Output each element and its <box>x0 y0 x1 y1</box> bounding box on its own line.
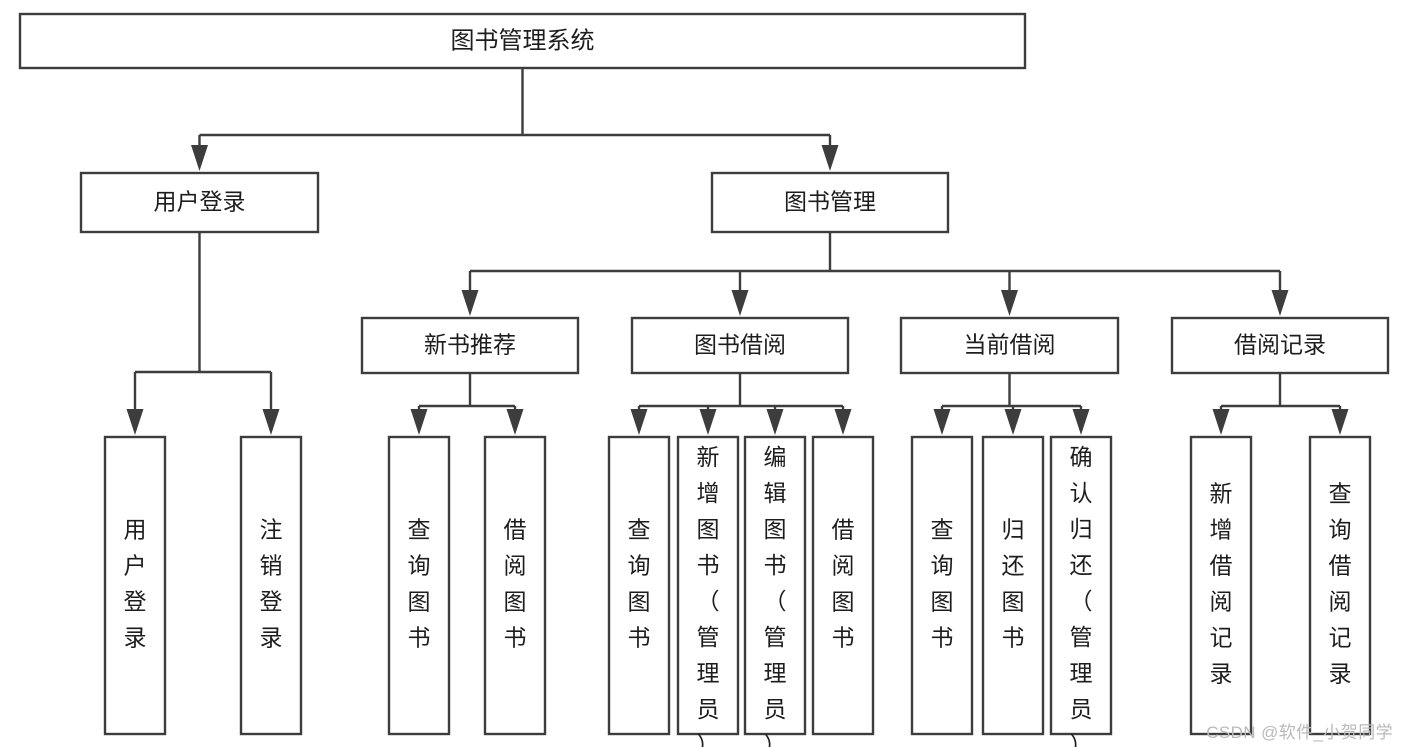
arrowhead-icon <box>410 409 428 435</box>
node-layer: 图书管理系统用户登录图书管理新书推荐图书借阅当前借阅借阅记录用户登录注销登录查询… <box>18 12 1390 747</box>
node-root[interactable]: 图书管理系统 <box>18 12 1027 70</box>
node-box[interactable] <box>1049 435 1113 736</box>
node-leaf-return-book[interactable]: 归还图书 <box>981 435 1045 736</box>
arrowhead-icon <box>766 409 784 435</box>
connector-layer <box>126 68 1349 435</box>
node-box[interactable] <box>1308 435 1372 736</box>
arrowhead-icon <box>1001 290 1018 316</box>
node-box[interactable] <box>1170 316 1390 375</box>
connector-group-book-management <box>461 232 1289 316</box>
arrowhead-icon <box>262 409 280 435</box>
node-label: 查询图书 <box>408 517 431 651</box>
node-leaf-add-record[interactable]: 新增借阅记录 <box>1189 435 1253 736</box>
node-box[interactable] <box>103 435 167 736</box>
node-leaf-confirm-return[interactable]: 确认归还（管理员） <box>1049 435 1113 747</box>
node-borrow-record[interactable]: 借阅记录 <box>1170 316 1390 375</box>
node-label: 用户登录 <box>124 517 147 651</box>
node-label: 确认归还（管理员） <box>1070 444 1093 747</box>
node-leaf-borrow-book-1[interactable]: 借阅图书 <box>483 435 547 736</box>
node-box[interactable] <box>1189 435 1253 736</box>
arrowhead-icon <box>191 145 208 171</box>
node-leaf-add-book[interactable]: 新增图书（管理员） <box>676 435 740 747</box>
node-label: 借阅记录 <box>1234 332 1326 358</box>
node-leaf-borrow-book-2[interactable]: 借阅图书 <box>811 435 875 736</box>
node-box[interactable] <box>18 12 1027 70</box>
node-label: 借阅图书 <box>504 517 527 651</box>
node-box[interactable] <box>910 435 974 736</box>
arrowhead-icon <box>461 290 479 316</box>
arrowhead-icon <box>1331 409 1349 435</box>
node-box[interactable] <box>630 316 850 375</box>
node-new-book-recommend[interactable]: 新书推荐 <box>360 316 580 375</box>
node-label: 归还图书 <box>1002 517 1025 651</box>
node-label: 新增图书（管理员） <box>697 444 720 747</box>
connector-group-current-borrow <box>933 373 1090 435</box>
arrowhead-icon <box>1004 409 1022 435</box>
node-box[interactable] <box>360 316 580 375</box>
node-leaf-query-book-1[interactable]: 查询图书 <box>387 435 451 736</box>
arrowhead-icon <box>126 409 144 435</box>
arrowhead-icon <box>630 409 648 435</box>
arrowhead-icon <box>506 409 524 435</box>
node-label: 图书管理 <box>784 189 876 215</box>
connector-group-root <box>191 68 839 171</box>
node-label: 新增借阅记录 <box>1210 481 1233 687</box>
connector-group-book-borrow <box>630 373 852 435</box>
node-label: 当前借阅 <box>964 332 1056 358</box>
node-current-borrow[interactable]: 当前借阅 <box>899 316 1120 375</box>
node-box[interactable] <box>387 435 451 736</box>
node-book-management[interactable]: 图书管理 <box>710 171 950 234</box>
node-label: 注销登录 <box>260 517 283 651</box>
arrowhead-icon <box>1072 409 1090 435</box>
node-user-login[interactable]: 用户登录 <box>79 171 320 234</box>
node-box[interactable] <box>743 435 807 736</box>
node-label: 借阅图书 <box>832 517 855 651</box>
connector-group-borrow-record <box>1212 373 1349 435</box>
node-label: 查询借阅记录 <box>1329 481 1352 687</box>
node-leaf-query-book-3[interactable]: 查询图书 <box>910 435 974 736</box>
node-leaf-user-login[interactable]: 用户登录 <box>103 435 167 736</box>
node-label: 图书管理系统 <box>451 27 595 54</box>
arrowhead-icon <box>821 145 839 171</box>
node-label: 查询图书 <box>931 517 954 651</box>
arrowhead-icon <box>1212 409 1230 435</box>
node-label: 查询图书 <box>628 517 651 651</box>
arrowhead-icon <box>834 409 852 435</box>
node-label: 用户登录 <box>154 189 246 215</box>
node-box[interactable] <box>981 435 1045 736</box>
arrowhead-icon <box>699 409 717 435</box>
node-box[interactable] <box>607 435 671 736</box>
node-leaf-edit-book[interactable]: 编辑图书（管理员） <box>743 435 807 747</box>
node-box[interactable] <box>811 435 875 736</box>
node-book-borrow[interactable]: 图书借阅 <box>630 316 850 375</box>
node-box[interactable] <box>676 435 740 736</box>
node-label: 编辑图书（管理员） <box>764 444 787 747</box>
connector-group-new-book-recommend <box>410 373 524 435</box>
arrowhead-icon <box>1271 290 1289 316</box>
node-leaf-query-book-2[interactable]: 查询图书 <box>607 435 671 736</box>
node-box[interactable] <box>899 316 1120 375</box>
node-leaf-logout[interactable]: 注销登录 <box>239 435 303 736</box>
node-label: 图书借阅 <box>694 332 786 358</box>
csdn-watermark: CSDN @软件_小贺同学 <box>1206 723 1393 742</box>
connector-group-user-login <box>126 232 280 435</box>
node-box[interactable] <box>239 435 303 736</box>
node-box[interactable] <box>710 171 950 234</box>
node-box[interactable] <box>483 435 547 736</box>
node-leaf-query-record[interactable]: 查询借阅记录 <box>1308 435 1372 736</box>
arrowhead-icon <box>731 290 749 316</box>
node-label: 新书推荐 <box>424 332 516 358</box>
arrowhead-icon <box>933 409 951 435</box>
node-box[interactable] <box>79 171 320 234</box>
